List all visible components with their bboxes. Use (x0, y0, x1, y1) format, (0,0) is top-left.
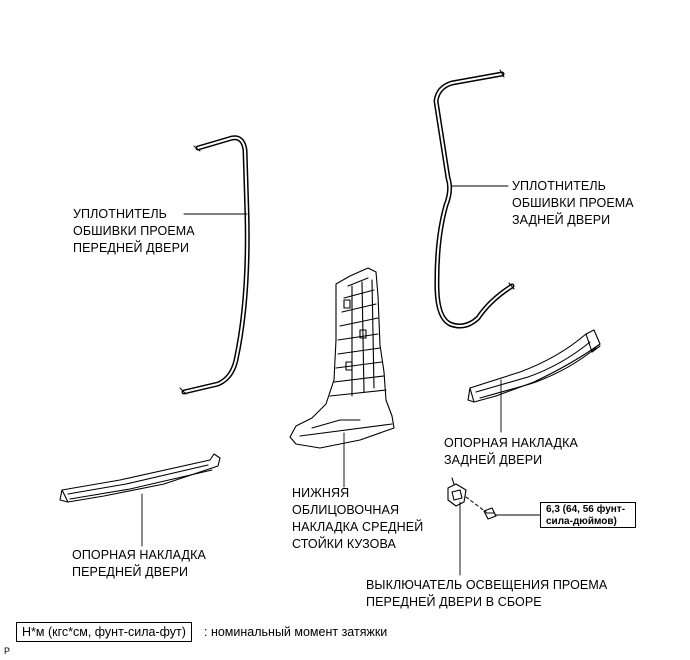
leader-lines (141, 185, 541, 576)
legend-unit-box: Н*м (кгс*см, фунт-сила-фут) (16, 622, 192, 642)
corner-mark: P (4, 646, 11, 656)
torque-spec-box: 6,3 (64, 56 фунт- сила-дюймов) (540, 502, 636, 528)
center-pillar-lower-garnish (289, 267, 395, 449)
label-front-door-scuff-plate: ОПОРНАЯ НАКЛАДКА ПЕРЕДНЕЙ ДВЕРИ (72, 548, 206, 579)
rear-door-scuff-plate (467, 329, 601, 403)
label-rear-door-scuff-plate: ОПОРНАЯ НАКЛАДКА ЗАДНЕЙ ДВЕРИ (444, 436, 578, 467)
label-front-door-weatherstrip: УПЛОТНИТЕЛЬ ОБШИВКИ ПРОЕМА ПЕРЕДНЕЙ ДВЕР… (73, 207, 195, 255)
rear-door-weatherstrip (433, 69, 515, 329)
front-door-scuff-plate (59, 453, 221, 503)
legend-description: : номинальный момент затяжки (204, 625, 388, 639)
install-line (465, 496, 487, 513)
courtesy-light-switch (447, 477, 467, 507)
label-center-pillar-garnish: НИЖНЯЯ ОБЛИЦОВОЧНАЯ НАКЛАДКА СРЕДНЕЙ СТО… (292, 486, 424, 551)
label-courtesy-switch: ВЫКЛЮЧАТЕЛЬ ОСВЕЩЕНИЯ ПРОЕМА ПЕРЕДНЕЙ ДВ… (366, 578, 608, 609)
label-rear-door-weatherstrip: УПЛОТНИТЕЛЬ ОБШИВКИ ПРОЕМА ЗАДНЕЙ ДВЕРИ (512, 179, 634, 227)
screw (483, 507, 497, 520)
front-door-weatherstrip (179, 135, 250, 395)
